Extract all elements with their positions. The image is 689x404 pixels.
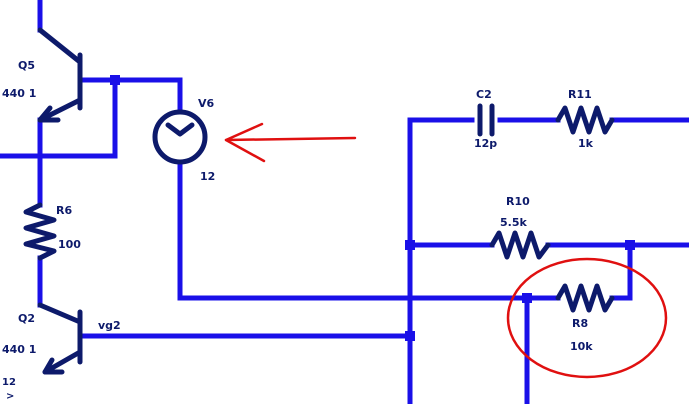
red-arrow-shaft — [224, 136, 357, 142]
resistor-r6-symbol[interactable] — [23, 202, 57, 261]
junction-dot — [522, 293, 532, 303]
r8-ref-label: R8 — [572, 317, 588, 330]
transistor-q5-symbol[interactable] — [37, 27, 83, 123]
voltage-source-v6-symbol[interactable] — [152, 109, 208, 165]
junctions — [110, 75, 635, 341]
r10-value-label: 5.5k — [500, 216, 527, 229]
r6-ref-label: R6 — [56, 204, 72, 217]
q5-collector-leg — [37, 27, 83, 65]
v6-circle — [152, 109, 208, 165]
red-arrow-head-icon — [224, 122, 266, 163]
resistor-r8-symbol[interactable] — [555, 283, 615, 313]
r11-value-label: 1k — [578, 137, 594, 150]
r11-ref-label: R11 — [568, 88, 592, 101]
r8-value-label: 10k — [570, 340, 593, 353]
red-arrow-annotation — [224, 122, 357, 163]
wire-v6-bottom — [177, 159, 523, 301]
red-circle-annotation — [506, 257, 668, 379]
q2-emitter-leg — [42, 349, 83, 375]
v6-inner-mark — [165, 122, 195, 137]
labels: Q5 440 1 V6 12 R6 100 Q2 440 1 vg2 12 > … — [2, 59, 594, 402]
resistor-r10-symbol[interactable] — [489, 230, 551, 260]
wire-q5-base-loop — [77, 77, 183, 115]
v6-value-label: 12 — [200, 170, 215, 183]
q2-ref-label: Q2 — [18, 312, 35, 325]
left-partial-label-1: 12 — [2, 377, 16, 388]
junction-dot — [110, 75, 120, 85]
r10-ref-label: R10 — [506, 195, 530, 208]
q2-emitter-arrow — [42, 357, 65, 375]
junction-dot — [405, 331, 415, 341]
c2-ref-label: C2 — [476, 88, 492, 101]
q2-collector-leg — [37, 302, 83, 325]
junction-dot — [405, 240, 415, 250]
q5-part-label: 440 1 — [2, 87, 36, 100]
annotations — [224, 122, 668, 379]
q5-ref-label: Q5 — [18, 59, 35, 72]
components — [23, 27, 615, 375]
wire-r8-right — [609, 242, 633, 301]
net-vg2-label: vg2 — [98, 319, 121, 332]
resistor-r11-symbol[interactable] — [555, 105, 615, 135]
left-partial-label-2: > — [6, 391, 14, 402]
capacitor-c2-symbol[interactable] — [477, 103, 495, 137]
q2-part-label: 440 1 — [2, 343, 36, 356]
q5-emitter-arrow — [37, 105, 61, 123]
r6-value-label: 100 — [58, 238, 81, 251]
q5-emitter-leg — [37, 97, 83, 123]
junction-dot — [625, 240, 635, 250]
transistor-q2-symbol[interactable] — [37, 302, 83, 375]
c2-value-label: 12p — [474, 137, 497, 150]
v6-ref-label: V6 — [198, 97, 215, 110]
